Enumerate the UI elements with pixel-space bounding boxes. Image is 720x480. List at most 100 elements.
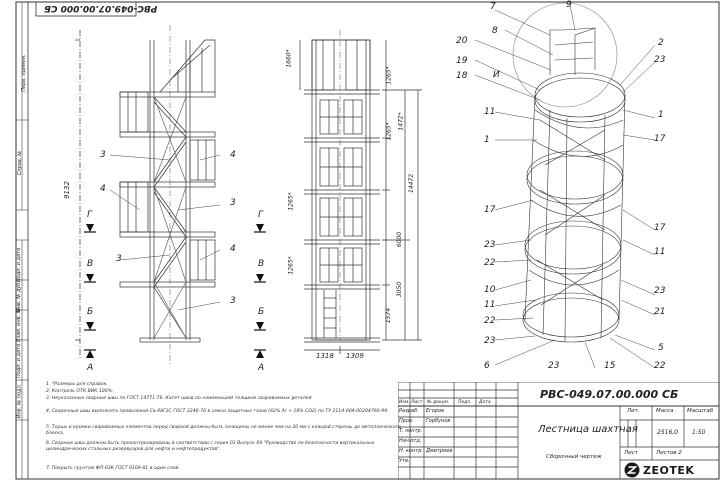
iso-mark-i: И [493,70,500,80]
company-name: ZEOTEK [643,463,695,477]
section-mark-g-left: Г [87,210,93,220]
stamp-role-4: Н. контр. [399,448,423,454]
note-1: 1. *Размеры для справок. [46,382,108,387]
section-mark-v-left: В [87,259,94,269]
stamp-header-date: Дата [479,400,491,405]
dim-top-1660: 1660* [285,49,293,68]
section-mark-b-left: Б [87,307,94,317]
iso-callout-23e: 23 [548,361,560,371]
dim-bottom-1309: 1309 [346,352,364,360]
callout-3a: 3 [100,150,106,160]
side-stamp-6: Подп. и дата [16,343,23,379]
sheets-label: Листов 2 [656,450,682,456]
iso-callout-23c: 23 [654,55,666,65]
dim-bottom-1318: 1318 [316,352,334,360]
dim-1265-d: 1265* [287,256,295,275]
note-6: 6. Сварные швы должны быть проконтролиро… [46,441,375,452]
sheet-label: Лист [624,450,638,456]
iso-callout-1a: 1 [484,135,490,145]
section-mark-b-right: Б [258,307,265,317]
iso-callout-21: 21 [654,307,666,317]
stamp-role-0: Разраб. [399,408,419,414]
side-stamp-2: Справ. № [17,150,24,176]
drawing-title: Лестница шахтная [538,424,638,435]
iso-callout-17c: 17 [654,223,666,233]
col-scale-label: Масштаб [687,408,714,414]
designation: РВС-049.07.00.000 СБ [540,388,679,401]
col-lit-label: Лит. [627,408,640,414]
col-mass-label: Масса [656,408,674,414]
stamp-header-izm: Изм. [399,400,410,405]
iso-callout-22b: 22 [484,316,496,326]
stamp-role-2: Т. контр. [399,428,423,434]
stamp-name-0: Егоров [426,408,445,414]
section-mark-v-right: В [258,259,265,269]
iso-callout-11a: 11 [484,107,496,117]
iso-callout-15: 15 [604,361,616,371]
side-stamp-7: Инв. № подл. [16,383,23,419]
iso-callout-22a: 22 [484,258,496,268]
stamp-role-5: Утв. [399,458,410,464]
callout-3c: 3 [116,254,122,264]
stamp-name-1: Горбунов [426,418,451,424]
iso-callout-22c: 22 [654,361,666,371]
callout-4b: 4 [100,184,106,194]
iso-callout-23b: 23 [484,336,496,346]
scale-value: 1:50 [692,429,706,436]
dim-1472: 1472* [397,112,405,131]
dim-3050: 3050 [396,281,404,298]
stamp-header-sign: Подп. [458,400,472,405]
left-elevation-view [75,25,266,365]
side-stamp-4: Инв. № дубл. [16,277,23,313]
designation-top: РВС-049.07.00.000 СБ [44,3,158,13]
mass-value: 2516,0 [657,429,678,436]
iso-callout-19: 19 [456,56,468,66]
dim-1265-c: 1265* [287,192,295,211]
front-elevation-view [299,30,422,354]
callout-3d: 3 [230,296,236,306]
note-3: 3. Неуказанные сварные швы по ГОСТ 14771… [46,396,313,401]
company-logo: ZEOTEK [624,461,718,479]
stamp-header-list: Лист [411,400,423,405]
dim-14472: 14472 [408,173,416,194]
note-5: 5. Торцы и кромки свариваемых элементов … [46,425,401,436]
side-stamp-5: Взам. инв. № [15,308,22,342]
iso-callout-7: 7 [490,2,496,12]
side-stamp-1: Перв. примен. [20,54,27,92]
iso-callout-23d: 23 [654,286,666,296]
iso-callout-11c: 11 [654,247,666,257]
note-7: 7. Покрыть грунтом ФЛ-03К ГОСТ 9109-81 в… [46,466,180,471]
iso-callout-2: 2 [658,38,664,48]
iso-callout-9: 9 [566,0,572,10]
iso-callout-18: 18 [456,71,468,81]
stamp-name-4: Дмитриев [426,448,453,454]
section-mark-a-left: А [87,363,94,373]
note-2: 2. Контроль ОТК ВИК 100%. [46,389,114,394]
iso-callout-8: 8 [492,26,498,36]
iso-callout-20: 20 [456,36,468,46]
callout-4c: 4 [230,244,236,254]
dim-1574: 1574 [385,307,393,324]
iso-callout-1b: 1 [658,110,664,120]
dimension-9132: 9132 [62,181,71,199]
note-4: 4. Сварочные швы выполнять проволокой Св… [46,409,389,414]
dim-1265-b: 1265* [385,122,393,141]
iso-callout-11b: 11 [484,300,496,310]
zeotek-logo-icon [624,462,640,478]
section-mark-g-right: Г [258,210,264,220]
stamp-role-3: Нач.отд. [399,438,422,444]
dim-1265-a: 1265* [385,66,393,85]
iso-callout-6: 6 [484,361,490,371]
stamp-role-1: Пров. [399,418,414,424]
iso-callout-5: 5 [658,343,664,353]
title-block-frame [398,382,720,480]
iso-callout-23a: 23 [484,240,496,250]
iso-callout-17b: 17 [654,134,666,144]
isometric-view [474,2,656,369]
section-mark-a-right: А [258,363,265,373]
callout-3b: 3 [230,198,236,208]
iso-callout-17a: 17 [484,205,496,215]
callout-4a: 4 [230,150,236,160]
iso-callout-10: 10 [484,285,496,295]
